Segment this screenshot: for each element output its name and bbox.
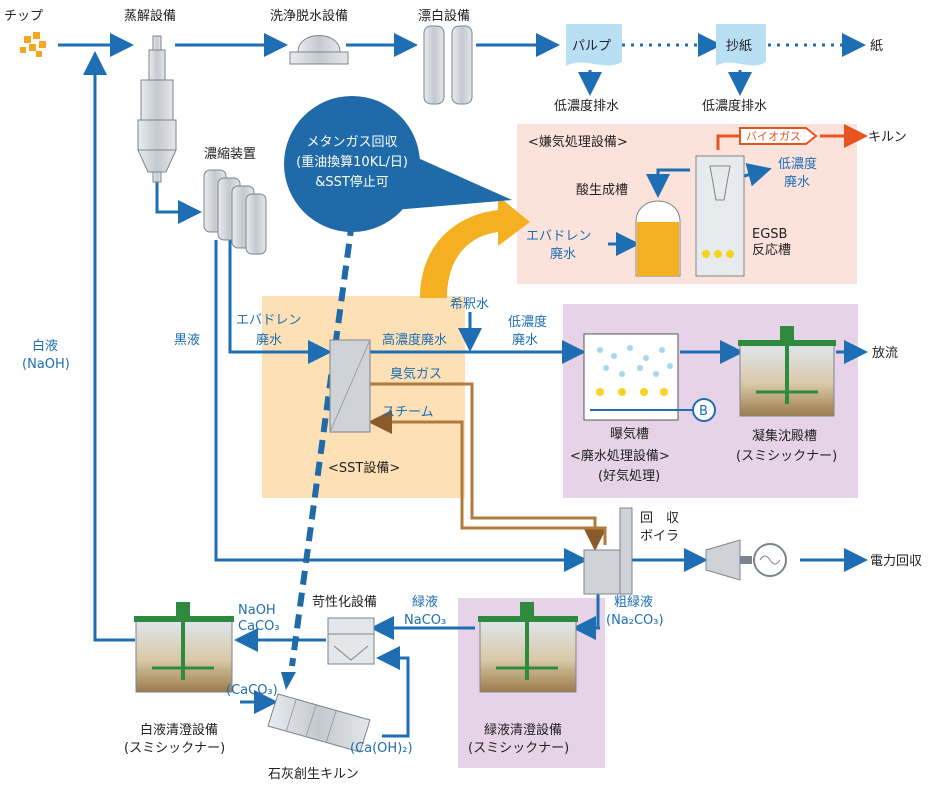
label-paper: 紙: [870, 39, 883, 54]
label-blower: B: [699, 404, 708, 419]
label-sst-title: <SST設備>: [328, 460, 400, 476]
label-green-clar-1: 緑液清澄設備: [484, 722, 562, 738]
label-ww-treatment-1: <廃水処理設備>: [570, 448, 670, 464]
methane-dashed-line: [289, 221, 355, 667]
callout-tail: [394, 150, 512, 210]
flow-kiln-causticizing: [376, 646, 410, 738]
label-boiler-2: ボイラ: [640, 529, 679, 544]
label-white-liquor: 白液: [32, 338, 58, 354]
label-power-recovery: 電力回収: [870, 554, 922, 569]
callout-line-1: メタンガス回収: [306, 135, 397, 150]
flow-white-liquor-return: [83, 51, 135, 642]
label-digester: 蒸解設備: [124, 8, 176, 24]
flow-biogas: [716, 134, 740, 150]
pulp-box: [566, 24, 622, 66]
label-anaerobic-title: <嫌気処理設備>: [528, 134, 628, 150]
coagulation-clarifier: [738, 326, 836, 417]
lime-kiln: [267, 693, 371, 753]
flow-egsb-low-conc: [743, 163, 772, 187]
label-white-clar-2: (スミシックナー): [124, 741, 225, 756]
green-liquor-clarifier: [478, 602, 578, 693]
label-evap-left-2: 廃水: [256, 332, 282, 348]
label-chip: チップ: [4, 9, 43, 24]
washing-unit: [289, 35, 349, 65]
label-concentrator: 濃縮装置: [204, 146, 256, 162]
label-high-conc-ww: 高濃度廃水: [382, 332, 447, 348]
paper-box: [716, 24, 766, 66]
label-boiler-1: 回 収: [640, 511, 679, 526]
label-green-liquor-2: NaCO₃: [404, 613, 446, 628]
label-caoh2: (Ca(OH)₂): [350, 741, 413, 756]
label-egsb-1: EGSB: [752, 227, 787, 242]
label-white-liquor-chem: (NaOH): [22, 357, 70, 372]
label-low-conc-ww-2: 廃水: [784, 174, 810, 190]
label-ww-treatment-2: (好気処理): [598, 468, 660, 484]
label-aeration-tank: 曝気槽: [610, 426, 649, 442]
label-black-liquor: 黒液: [174, 333, 200, 348]
label-bleaching: 漂白設備: [418, 8, 470, 24]
concentrator-unit: [203, 169, 267, 255]
label-evap-drain-2: 廃水: [550, 246, 576, 262]
callout-line-2: (重油換算10KL/日): [296, 154, 408, 170]
label-crude-green-1: 粗緑液: [614, 595, 653, 610]
turbine-generator: [705, 539, 787, 581]
acid-tank: [635, 200, 681, 277]
recovery-boiler: [583, 507, 633, 595]
label-steam: スチーム: [382, 405, 434, 420]
label-white-clar-1: 白液清澄設備: [140, 722, 218, 738]
flow-digester-concentrator: [155, 180, 202, 224]
label-low-conc-mid-2: 廃水: [512, 332, 538, 348]
digester-column: [137, 35, 177, 183]
aeration-tank: [583, 333, 679, 421]
label-egsb-2: 反応槽: [752, 243, 791, 258]
label-caco3-small: CaCO₃: [238, 619, 280, 634]
label-low-drain-2: 低濃度排水: [702, 98, 767, 114]
flow-evap-drain-to-sst: [228, 240, 332, 364]
label-green-liquor-1: 緑液: [412, 595, 438, 610]
anaerobic-zone: [517, 124, 857, 284]
label-coag-2: (スミシックナー): [736, 449, 837, 464]
label-dilution-water: 希釈水: [450, 297, 489, 312]
label-coag-1: 凝集沈殿槽: [752, 428, 817, 444]
label-causticizing: 苛性化設備: [312, 594, 377, 610]
orange-curved-arrow: [420, 196, 530, 298]
label-low-conc-ww-1: 低濃度: [778, 156, 817, 172]
label-washing: 洗浄脱水設備: [270, 8, 348, 24]
chip-icon: [20, 32, 46, 57]
flow-black-liquor: [214, 240, 588, 572]
white-liquor-clarifier: [134, 602, 234, 693]
flow-steam: [368, 410, 607, 545]
flow-egsb-acid: [646, 168, 690, 198]
egsb-reactor: [695, 155, 745, 277]
label-evap-drain-1: エバドレン: [526, 229, 591, 244]
label-low-conc-mid-1: 低濃度: [508, 314, 547, 330]
label-caco3: (CaCO₃): [226, 683, 278, 698]
label-crude-green-2: (Na₂CO₃): [606, 613, 664, 628]
label-biogas: バイオガス: [746, 130, 801, 143]
label-pulp: パルプ: [572, 39, 611, 54]
methane-arrowhead: [281, 672, 296, 690]
label-kiln: キルン: [868, 130, 907, 145]
label-low-drain-1: 低濃度排水: [554, 98, 619, 114]
blower-icon: [692, 398, 716, 422]
biogas-tag: [739, 127, 818, 145]
label-green-clar-2: (スミシックナー): [468, 741, 569, 756]
label-lime-kiln: 石灰創生キルン: [268, 767, 359, 782]
bleaching-towers: [423, 25, 473, 105]
label-naoh: NaOH: [238, 603, 276, 618]
label-papermaking: 抄紙: [726, 39, 752, 54]
label-discharge: 放流: [872, 346, 898, 361]
callout-line-3: &SST停止可: [315, 174, 389, 190]
causticizing-unit: [327, 617, 375, 665]
label-odor-gas: 臭気ガス: [390, 366, 442, 382]
label-acid-tank: 酸生成槽: [576, 183, 628, 198]
label-evap-left-1: エバドレン: [236, 313, 301, 328]
callout-bubble: [284, 96, 420, 232]
